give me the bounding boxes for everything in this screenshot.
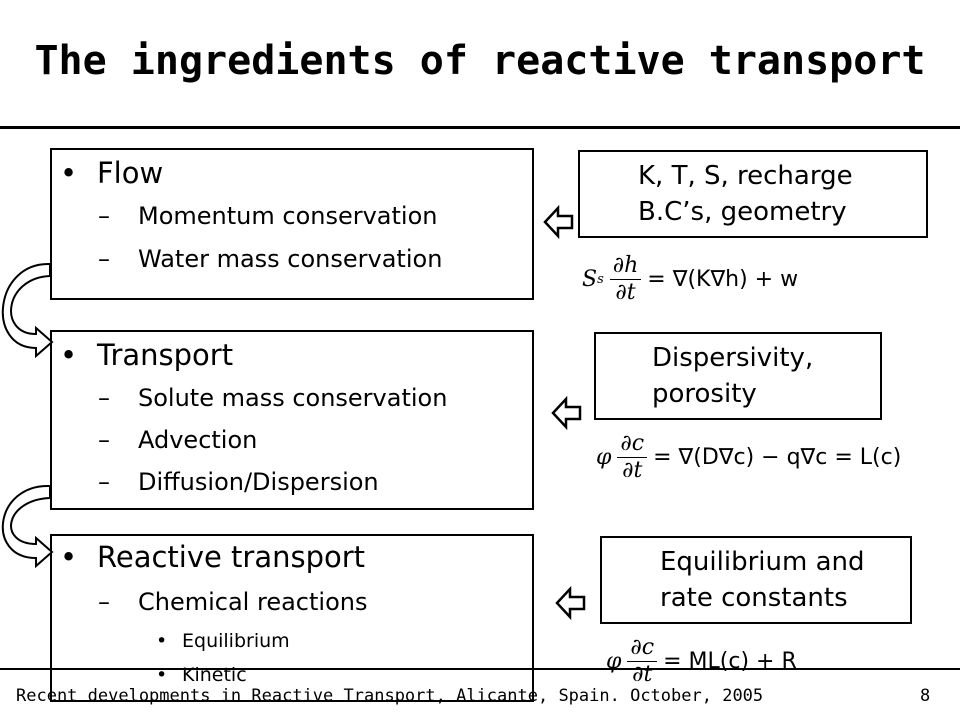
- flow-eq-coef: S: [582, 266, 598, 292]
- reaction-parameters-line-1: Equilibrium and: [660, 547, 865, 577]
- flow-dash-2: –: [98, 245, 110, 273]
- reaction-parameters-line-2: rate constants: [660, 583, 848, 613]
- transport-eq-den: ∂t: [622, 457, 643, 483]
- transport-eq-coef: φ: [596, 444, 612, 470]
- reaction-eq-num: ∂c: [627, 635, 658, 662]
- reactive-heading: Reactive transport: [97, 540, 366, 574]
- flow-bullet: •: [60, 156, 78, 190]
- reaction-eq-den: ∂t: [632, 661, 653, 687]
- flow-box: [50, 148, 534, 300]
- transport-eq-rhs: = ∇(D∇c) − q∇c = L(c): [653, 444, 902, 470]
- flow-parameters-line-2: B.C’s, geometry: [638, 197, 847, 227]
- transport-parameters-line-1: Dispersivity,: [652, 343, 814, 373]
- transport-parameters-line-2: porosity: [652, 379, 757, 409]
- flow-eq-sub: s: [597, 271, 604, 287]
- flow-eq-num: ∂h: [609, 253, 642, 280]
- reactive-item-1: Chemical reactions: [138, 588, 368, 616]
- reactive-dash-1: –: [98, 588, 110, 616]
- transport-box: [50, 330, 534, 510]
- slide-title: The ingredients of reactive transport: [34, 38, 926, 84]
- transport-equation: φ ∂c ∂t = ∇(D∇c) − q∇c = L(c): [596, 424, 901, 490]
- title-divider: [0, 126, 960, 129]
- footer-text: Recent developments in Reactive Transpor…: [16, 686, 764, 706]
- reactive-subitem-1: Equilibrium: [182, 630, 290, 652]
- transport-item-3: Diffusion/Dispersion: [138, 468, 379, 496]
- reactive-bullet: •: [60, 540, 78, 574]
- transport-dash-1: –: [98, 384, 110, 412]
- flow-heading: Flow: [97, 156, 164, 190]
- flow-item-2: Water mass conservation: [138, 245, 443, 273]
- transport-dash-2: –: [98, 426, 110, 454]
- curved-arrow-icon: [1, 262, 54, 359]
- page-number: 8: [920, 686, 931, 706]
- transport-dash-3: –: [98, 468, 110, 496]
- reaction-eq-coef: φ: [606, 648, 622, 674]
- curved-arrow-icon: [1, 484, 54, 569]
- footer-divider: [0, 668, 960, 670]
- reactive-subbullet-2: •: [156, 664, 168, 686]
- reaction-eq-fraction: ∂c ∂t: [627, 635, 658, 688]
- left-arrow-icon: [555, 585, 586, 621]
- transport-item-2: Advection: [138, 426, 258, 454]
- transport-parameters-box: Dispersivity, porosity: [594, 332, 882, 420]
- flow-eq-rhs: = ∇(K∇h) + w: [647, 266, 799, 292]
- flow-parameters-box: K, T, S, recharge B.C’s, geometry: [578, 150, 928, 238]
- transport-heading: Transport: [97, 338, 234, 372]
- left-arrow-icon: [543, 204, 574, 240]
- transport-bullet: •: [60, 338, 78, 372]
- flow-dash-1: –: [98, 202, 110, 230]
- flow-eq-den: ∂t: [615, 279, 636, 305]
- flow-parameters-line-1: K, T, S, recharge: [638, 161, 853, 191]
- flow-item-1: Momentum conservation: [138, 202, 438, 230]
- reaction-parameters-box: Equilibrium and rate constants: [600, 536, 912, 624]
- flow-eq-fraction: ∂h ∂t: [609, 253, 642, 306]
- transport-item-1: Solute mass conservation: [138, 384, 448, 412]
- transport-eq-num: ∂c: [617, 431, 648, 458]
- left-arrow-icon: [551, 395, 582, 431]
- reactive-box: [50, 534, 534, 702]
- reactive-subbullet-1: •: [156, 630, 168, 652]
- transport-eq-fraction: ∂c ∂t: [617, 431, 648, 484]
